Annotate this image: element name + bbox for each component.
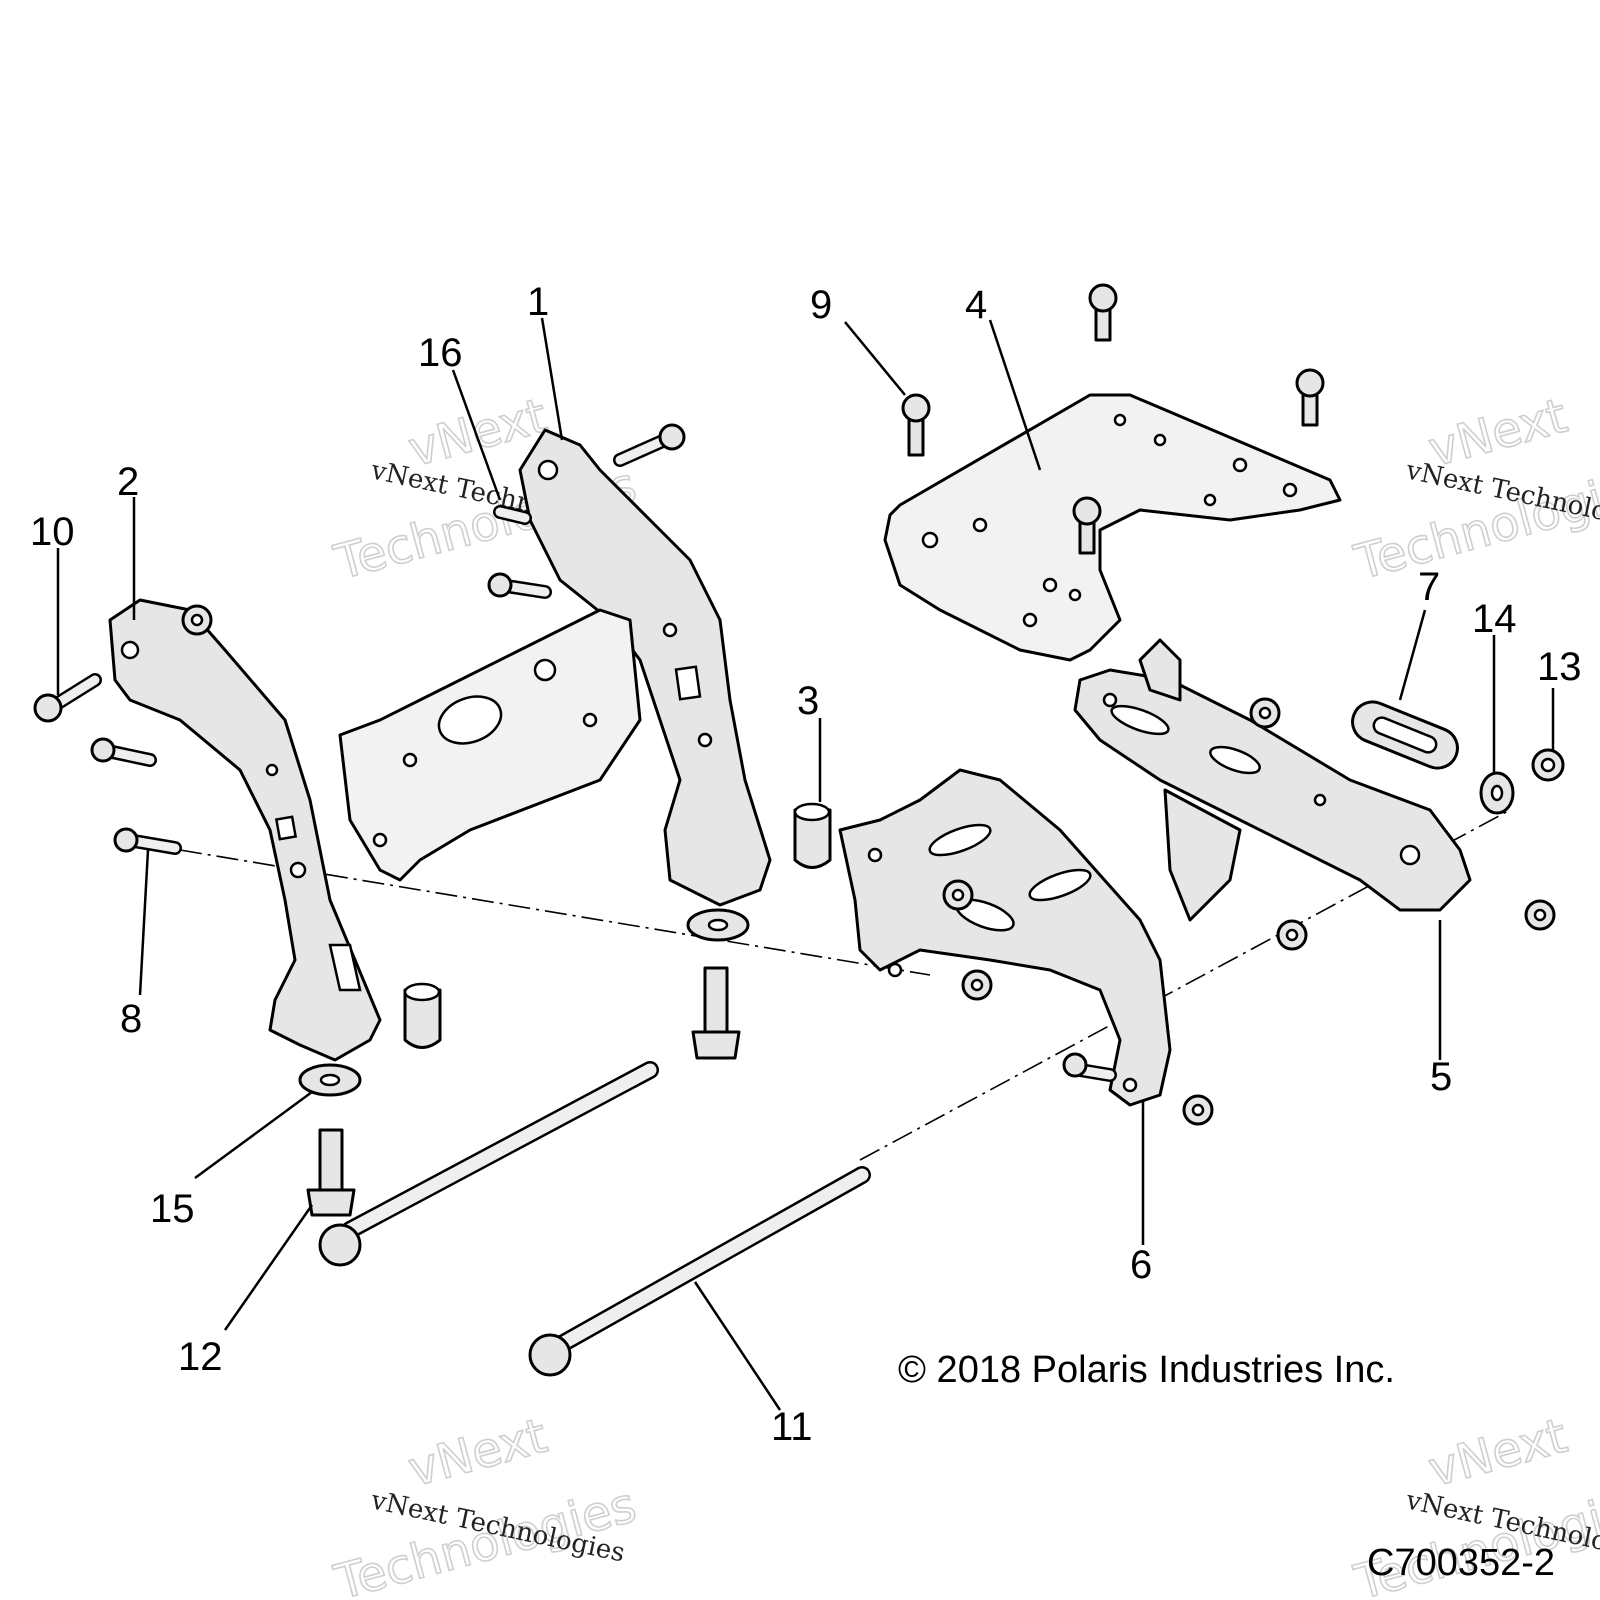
right-bracket-part-5 [1073, 638, 1472, 922]
callout-labels: 1 2 3 4 5 6 7 8 9 10 11 12 13 14 15 16 [30, 280, 1582, 1449]
callout-12: 12 [178, 1335, 223, 1379]
center-bracket-part-1 [338, 428, 772, 907]
washer-part-14 [1479, 771, 1515, 815]
watermark-big-1: vNext [1423, 1408, 1573, 1498]
callout-6: 6 [1130, 1243, 1152, 1287]
callout-1: 1 [527, 280, 549, 324]
washer-part-15 [298, 1063, 362, 1097]
left-bracket-part-2 [108, 598, 382, 1062]
small-bolts [33, 283, 1325, 1082]
watermark-big-1: vNext [403, 1408, 553, 1498]
watermark-bottom-left: vNext Technologies [328, 1407, 643, 1600]
callout-16: 16 [418, 331, 463, 375]
nuts [181, 604, 1565, 1126]
bolt-center [691, 966, 741, 1060]
callout-3: 3 [797, 679, 819, 723]
grommet-part-7 [1351, 700, 1459, 770]
callout-15: 15 [150, 1187, 195, 1231]
callout-13: 13 [1537, 645, 1582, 689]
callout-5: 5 [1430, 1055, 1452, 1099]
callout-7: 7 [1418, 565, 1440, 609]
washer-center [686, 908, 750, 942]
copyright-notice: © 2018 Polaris Industries Inc. [898, 1349, 1395, 1391]
callout-9: 9 [810, 283, 832, 327]
lower-bracket-part-6 [838, 768, 1172, 1107]
spacer-part-3 [793, 802, 832, 869]
callout-10: 10 [30, 510, 75, 554]
callout-8: 8 [120, 997, 142, 1041]
long-bolt-part-11 [528, 1166, 871, 1377]
bolt-part-12 [306, 1128, 356, 1217]
spacer-left [403, 982, 442, 1049]
callout-11: 11 [771, 1405, 813, 1449]
callout-4: 4 [965, 283, 987, 327]
drawing-number: C700352-2 [1367, 1542, 1555, 1584]
top-plate-part-4 [883, 393, 1342, 662]
callout-2: 2 [117, 460, 139, 504]
long-bolt-upper [318, 1061, 659, 1267]
callout-14: 14 [1472, 597, 1517, 641]
leader-lines [56, 317, 1555, 1411]
